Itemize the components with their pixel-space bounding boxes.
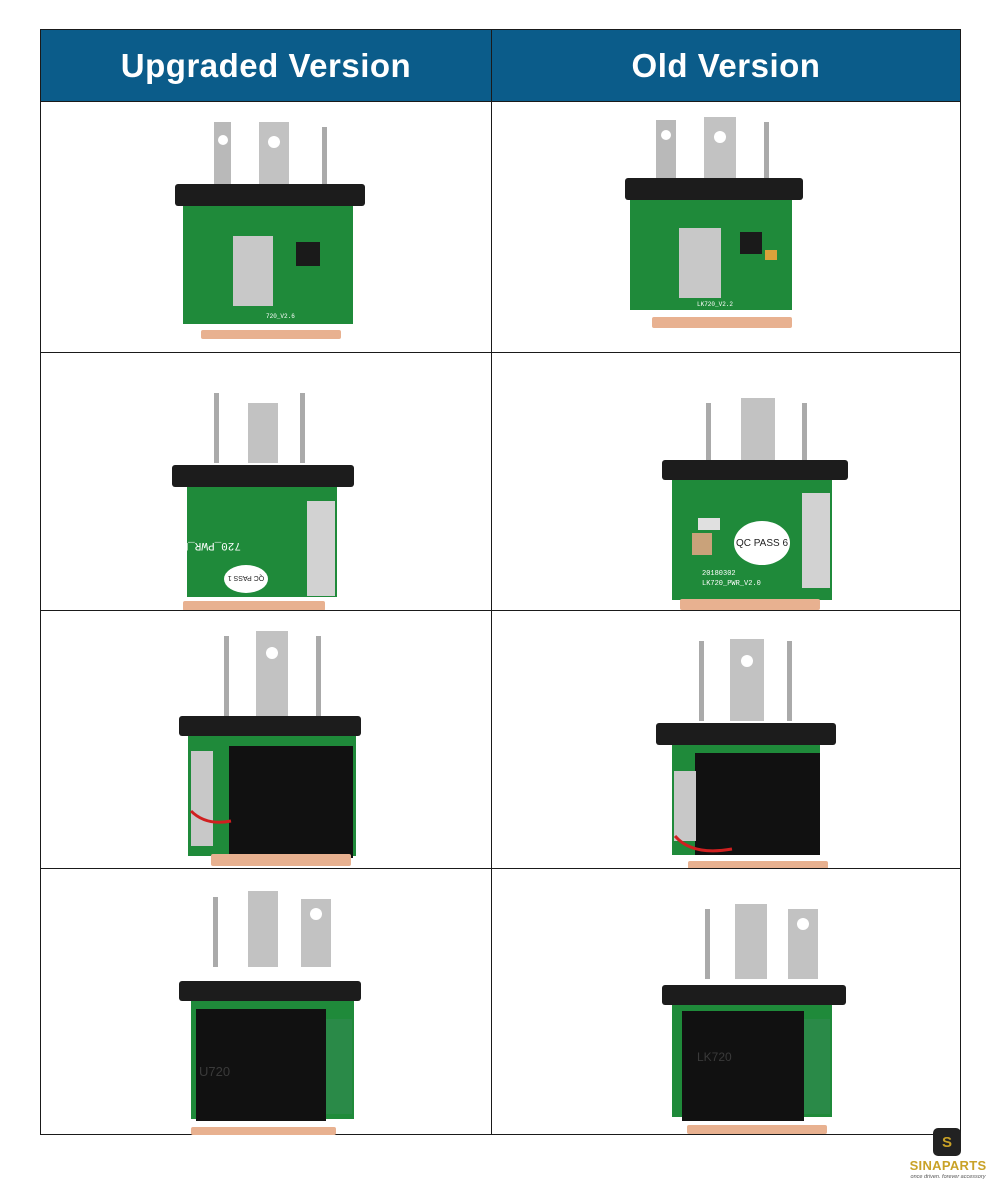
brand-name: SINAPARTS	[909, 1158, 987, 1173]
header-upgraded-version: Upgraded Version	[41, 30, 491, 101]
photo-upgraded-module-label: U720	[41, 869, 491, 1135]
row-divider	[41, 352, 960, 353]
module-label-text: LK720	[697, 1050, 732, 1064]
silk-text: 720_V2.6	[266, 313, 295, 320]
row-divider	[41, 610, 960, 611]
photo-old-module-side	[492, 611, 960, 868]
column-divider	[491, 30, 492, 1134]
silk-text: LK720_V2.2	[697, 301, 733, 308]
photo-old-pcb-back: QC PASS 6 20180302 LK720_PWR_V2.0	[492, 353, 960, 610]
photo-old-module-label: LK720	[492, 869, 960, 1135]
qc-stamp-text: QC PASS 6	[736, 538, 788, 549]
row-divider	[41, 101, 960, 102]
header-old-version: Old Version	[492, 30, 960, 101]
silk-text: 720_PWR_MP9487	[149, 539, 241, 551]
brand-tagline: once driven. forever accessory	[910, 1174, 986, 1180]
photo-old-pcb-front: LK720_V2.2	[492, 102, 960, 352]
brand-logo: S SINAPARTS once driven. forever accesso…	[903, 1128, 993, 1184]
qc-stamp-text: QC PASS 1	[228, 574, 265, 581]
silk-text: LK720_PWR_V2.0	[702, 580, 761, 588]
comparison-table: Upgraded Version Old Version 720_V2.6	[40, 29, 961, 1135]
s-letter-icon: S	[933, 1128, 961, 1156]
photo-upgraded-pcb-back: 720_PWR_MP9487 QC PASS 1	[41, 353, 491, 610]
date-code-text: 20180302	[702, 570, 736, 578]
row-divider	[41, 868, 960, 869]
photo-upgraded-pcb-front: 720_V2.6	[41, 102, 491, 352]
svg-text:S: S	[942, 1134, 952, 1151]
module-label-text: U720	[199, 1064, 230, 1079]
photo-upgraded-module-side	[41, 611, 491, 868]
